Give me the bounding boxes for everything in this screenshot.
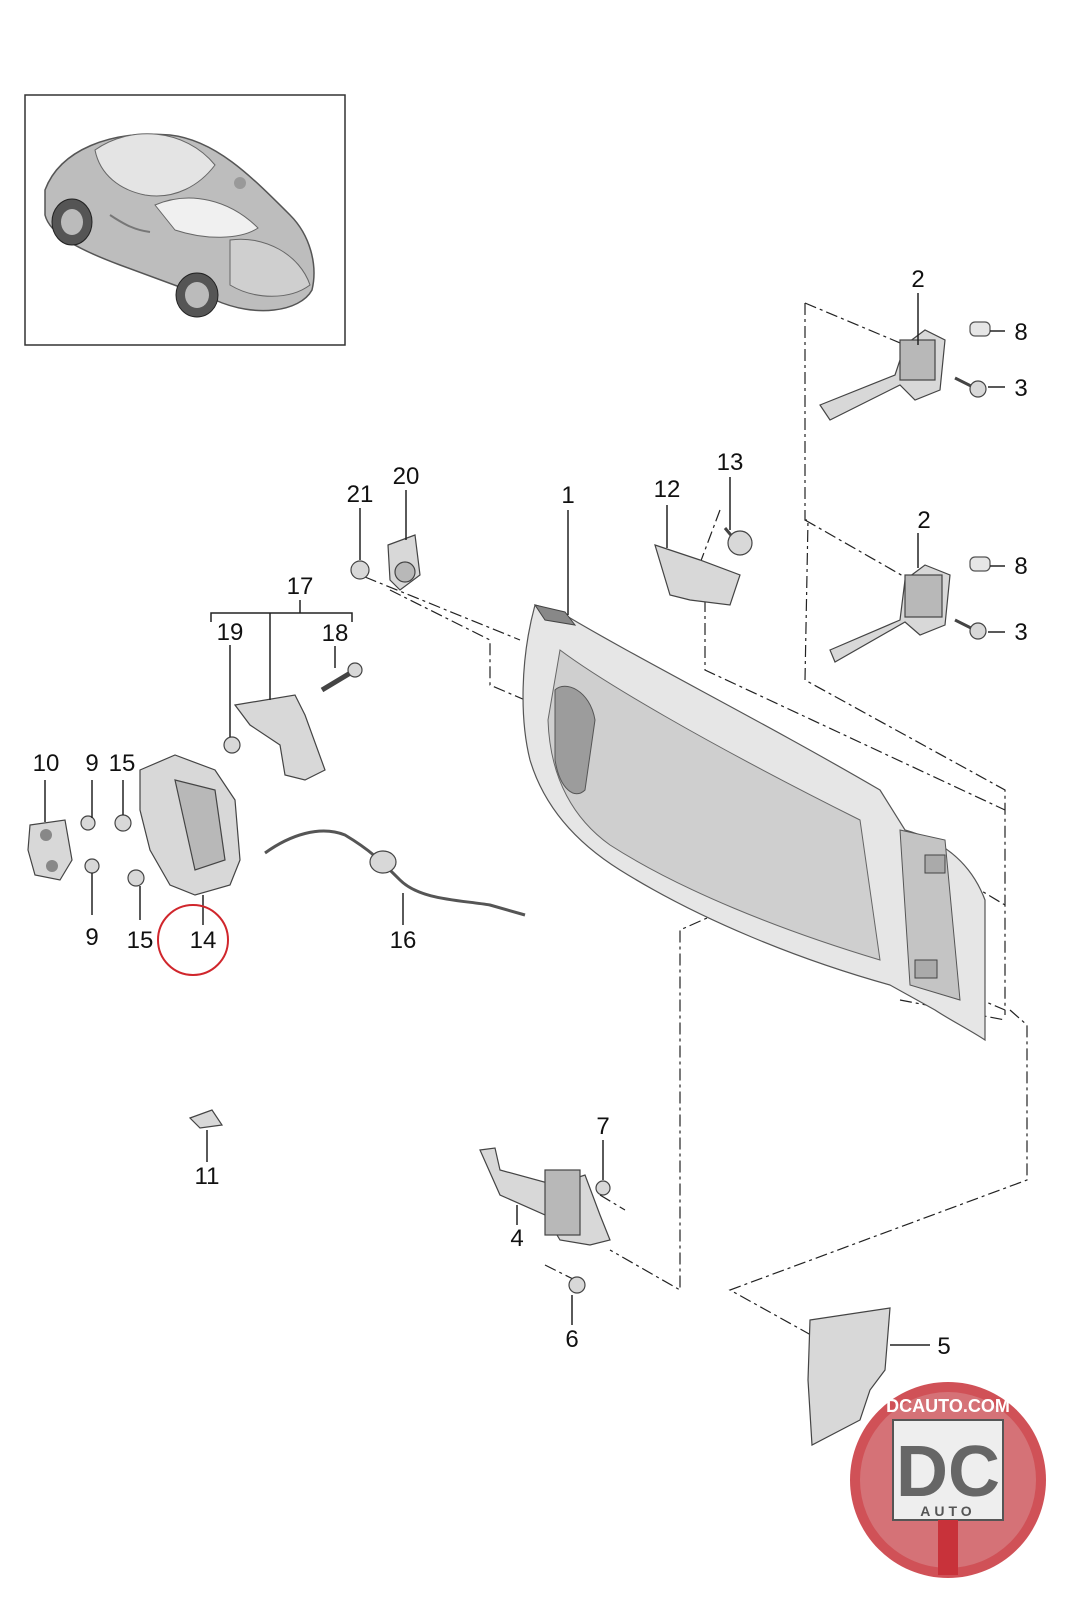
upper-hinge <box>819 329 946 421</box>
plug-8-upper <box>969 321 991 337</box>
screw-15-upper <box>114 814 132 832</box>
door-lock-14 <box>139 754 241 896</box>
nut-21 <box>350 560 370 580</box>
bolt-18 <box>320 662 363 693</box>
callout-21: 21 <box>347 481 374 508</box>
callout-6: 6 <box>565 1326 578 1353</box>
callout-17: 17 <box>287 573 314 600</box>
callout-16: 16 <box>390 927 417 954</box>
callout-18: 18 <box>322 620 349 647</box>
callout-10: 10 <box>33 750 60 777</box>
plug-8-lower <box>969 556 991 572</box>
highlight-circle-14 <box>157 904 229 976</box>
callout-8-upper: 8 <box>1014 319 1027 346</box>
callout-4: 4 <box>510 1225 523 1252</box>
callout-9-lower: 9 <box>85 924 98 951</box>
logo-site-text: DCAUTO.COM <box>886 1396 1010 1416</box>
callout-8-lower: 8 <box>1014 553 1027 580</box>
callout-1: 1 <box>561 482 574 509</box>
callout-19: 19 <box>217 619 244 646</box>
handle-bracket-17 <box>233 694 326 781</box>
callout-5: 5 <box>937 1333 950 1360</box>
screw-13 <box>723 527 753 556</box>
screw-15-lower <box>127 869 145 887</box>
callout-3-upper: 3 <box>1014 375 1027 402</box>
callout-11: 11 <box>195 1163 220 1190</box>
screw-9-lower <box>84 858 100 874</box>
logo-sub-text: AUTO <box>920 1503 975 1519</box>
clip-11 <box>188 1109 224 1129</box>
cable-16 <box>264 829 526 917</box>
bolt-3-lower <box>954 618 987 640</box>
bolt-3-upper <box>954 376 987 398</box>
nut-19 <box>223 736 241 754</box>
bumper-20 <box>387 534 421 591</box>
trim-5 <box>807 1307 891 1446</box>
callout-13: 13 <box>717 449 744 476</box>
callout-20: 20 <box>393 463 420 490</box>
dcauto-watermark-logo: DCAUTO.COM DC AUTO <box>850 1382 1046 1578</box>
door-panel <box>522 604 986 1042</box>
callout-3-lower: 3 <box>1014 619 1027 646</box>
callout-7: 7 <box>596 1113 609 1140</box>
callout-12: 12 <box>654 476 681 503</box>
callout-14: 14 <box>190 927 217 954</box>
leader-lines <box>44 293 1005 1346</box>
screw-9-upper <box>80 815 96 831</box>
bracket-12 <box>654 544 741 606</box>
striker-10 <box>27 819 73 881</box>
callout-15-upper: 15 <box>109 750 136 777</box>
check-strap-4 <box>479 1147 611 1246</box>
callout-9-upper: 9 <box>85 750 98 777</box>
car-illustration <box>44 133 315 318</box>
callout-2-lower: 2 <box>917 507 930 534</box>
lower-hinge <box>829 564 951 663</box>
car-thumbnail <box>24 94 346 346</box>
bolt-7 <box>595 1180 611 1196</box>
callout-labels: 1 2 2 3 3 8 8 4 5 6 7 9 9 10 11 12 13 14… <box>33 266 1028 1360</box>
callout-15-lower: 15 <box>127 927 154 954</box>
callout-2-upper: 2 <box>911 266 924 293</box>
logo-mark-text: DC <box>896 1432 1000 1512</box>
nut-6 <box>568 1276 586 1294</box>
